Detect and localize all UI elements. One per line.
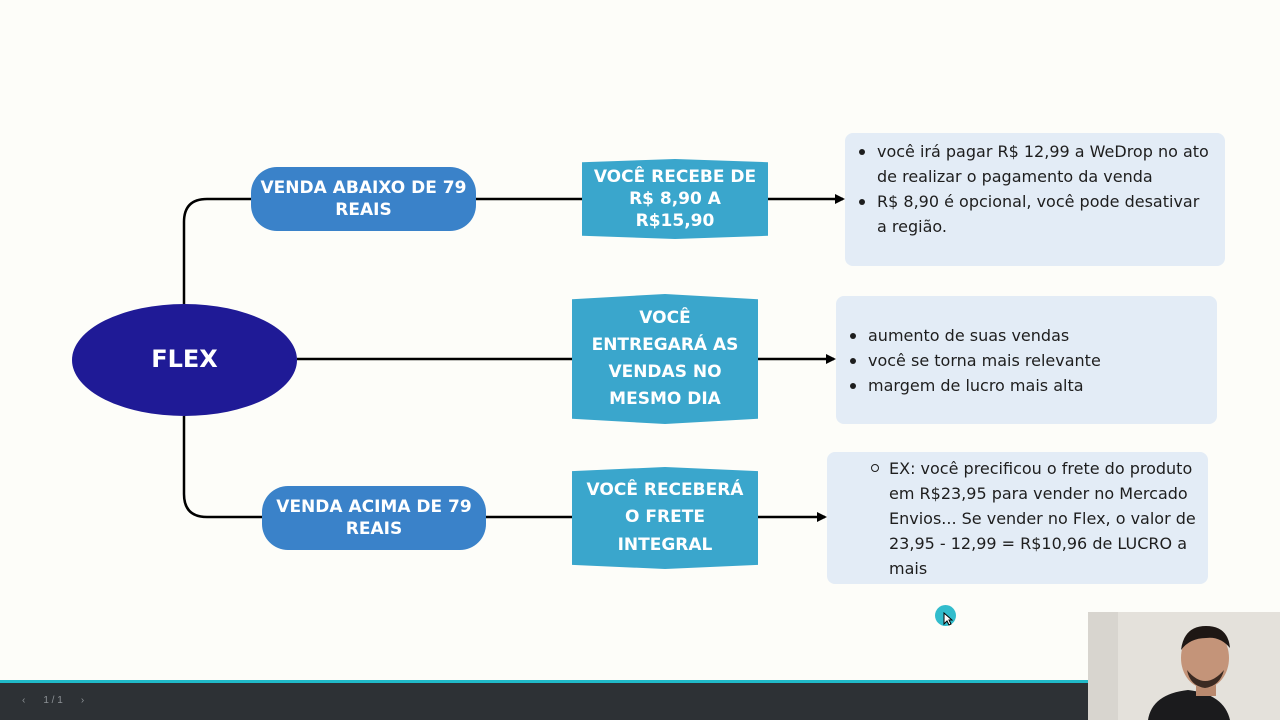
chevron-left-icon[interactable]: ‹ (22, 695, 25, 706)
outcome-node-same-day: VOCÊ ENTREGARÁ AS VENDAS NO MESMO DIA (572, 294, 758, 424)
webcam-overlay (1088, 612, 1280, 720)
outcome-label: VOCÊ RECEBE DE R$ 8,90 A R$15,90 (592, 166, 758, 232)
root-label: FLEX (151, 344, 218, 375)
mind-map-canvas: FLEX VENDA ABAIXO DE 79 REAIS VOCÊ RECEB… (0, 0, 1280, 680)
condition-label: VENDA ACIMA DE 79 REAIS (268, 496, 480, 540)
note-list: aumento de suas vendas você se torna mai… (848, 323, 1205, 398)
connector-root-to-top (184, 199, 252, 304)
outcome-node-full-freight: VOCÊ RECEBERÁ O FRETE INTEGRAL (572, 467, 758, 569)
page-indicator: 1 / 1 (43, 695, 62, 706)
note-item: aumento de suas vendas (848, 323, 1205, 348)
note-item: você irá pagar R$ 12,99 a WeDrop no ato … (857, 139, 1213, 189)
outcome-label: VOCÊ ENTREGARÁ AS VENDAS NO MESMO DIA (582, 305, 748, 414)
note-box-bottom: EX: você precificou o frete do produto e… (827, 452, 1208, 584)
note-item: você se torna mais relevante (848, 348, 1205, 373)
presenter-avatar-icon (1088, 612, 1280, 720)
note-list: você irá pagar R$ 12,99 a WeDrop no ato … (857, 139, 1213, 239)
note-box-middle: aumento de suas vendas você se torna mai… (836, 296, 1217, 424)
connector-root-to-bottom (184, 416, 262, 517)
condition-node-below-79: VENDA ABAIXO DE 79 REAIS (251, 167, 476, 231)
condition-node-above-79: VENDA ACIMA DE 79 REAIS (262, 486, 486, 550)
note-list: EX: você precificou o frete do produto e… (869, 456, 1200, 581)
note-item: margem de lucro mais alta (848, 373, 1205, 398)
condition-label: VENDA ABAIXO DE 79 REAIS (257, 177, 470, 221)
mouse-pointer-icon (943, 612, 953, 626)
note-item: R$ 8,90 é opcional, você pode desativar … (857, 189, 1213, 239)
note-box-top: você irá pagar R$ 12,99 a WeDrop no ato … (845, 133, 1225, 266)
note-item: EX: você precificou o frete do produto e… (869, 456, 1200, 581)
root-node-flex: FLEX (72, 304, 297, 416)
chevron-right-icon[interactable]: › (81, 695, 84, 706)
page-navigation: ‹ 1 / 1 › (22, 695, 84, 706)
outcome-node-receive-range: VOCÊ RECEBE DE R$ 8,90 A R$15,90 (582, 159, 768, 239)
outcome-label: VOCÊ RECEBERÁ O FRETE INTEGRAL (582, 477, 748, 559)
